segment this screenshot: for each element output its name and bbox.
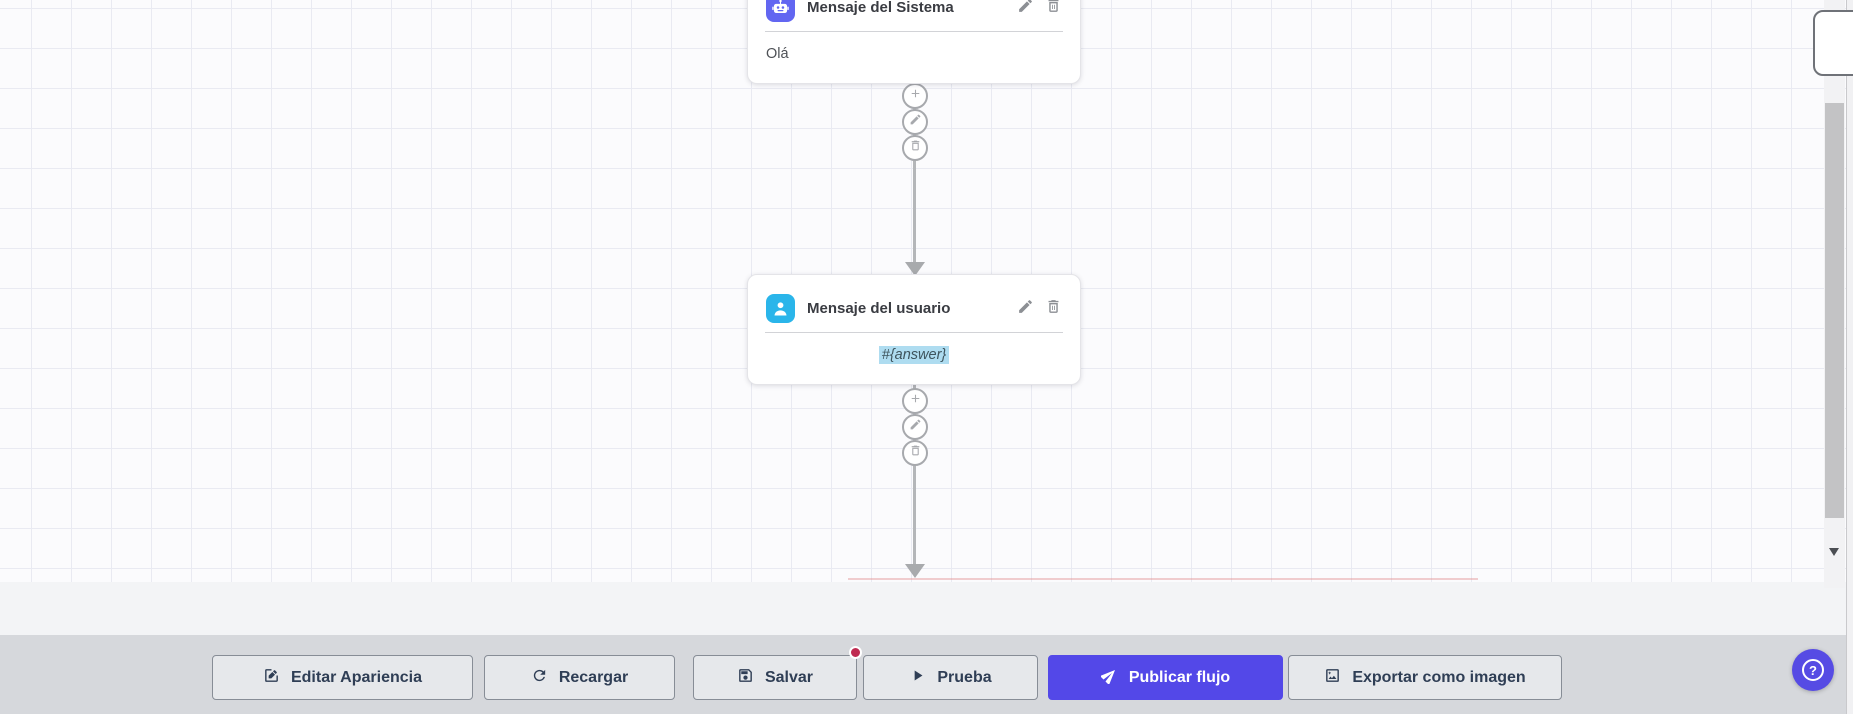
button-label: Recargar [558, 668, 629, 686]
window-scrollbar[interactable] [1846, 0, 1853, 714]
flow-canvas[interactable]: Mensaje del Sistema Olá Mensaje del usua… [0, 0, 1853, 582]
node-title: Mensaje del Sistema [807, 0, 954, 16]
connector-arrow-icon [905, 564, 925, 578]
scrollbar-thumb[interactable] [1825, 103, 1844, 518]
node-card-header: Mensaje del usuario [748, 275, 1080, 323]
test-button[interactable]: Prueba [863, 655, 1038, 700]
unsaved-changes-badge [849, 646, 862, 659]
button-label: Editar Apariencia [290, 668, 422, 686]
node-title: Mensaje del usuario [807, 300, 951, 317]
edit-node-icon[interactable] [1017, 298, 1034, 320]
button-label: Exportar como imagen [1352, 668, 1526, 686]
scroll-down-arrow-icon[interactable] [1829, 548, 1839, 556]
node-body: Olá [766, 46, 789, 62]
canvas-scrollbar[interactable] [1824, 0, 1845, 588]
trash-icon [909, 444, 922, 462]
reload-button[interactable]: Recargar [484, 655, 675, 700]
connector-arrow-icon [905, 262, 925, 276]
canvas-controls-panel[interactable] [1813, 10, 1853, 76]
node-body: #{answer} [748, 333, 1080, 384]
divider [765, 31, 1063, 32]
trash-icon [909, 139, 922, 157]
play-icon [909, 667, 926, 689]
delete-node-icon[interactable] [1045, 0, 1062, 19]
node-card-user-message[interactable]: Mensaje del usuario #{answer} [747, 274, 1081, 385]
add-node-button[interactable] [902, 388, 928, 414]
node-card-header: Mensaje del Sistema [748, 0, 1080, 22]
delete-connector-button[interactable] [902, 135, 928, 161]
connector-line [913, 384, 916, 564]
save-button[interactable]: Salvar [693, 646, 862, 700]
refresh-icon [531, 667, 548, 689]
edit-square-icon [263, 667, 280, 689]
edit-appearance-button[interactable]: Editar Apariencia [212, 655, 473, 700]
plus-icon [909, 392, 922, 410]
edit-connector-button[interactable] [902, 109, 928, 135]
rocket-icon [1099, 667, 1118, 689]
pencil-icon [909, 113, 922, 131]
robot-icon [766, 0, 795, 22]
save-icon [737, 667, 754, 689]
button-label: Publicar flujo [1128, 668, 1231, 686]
answer-variable-chip[interactable]: #{answer} [878, 346, 950, 364]
image-icon [1324, 667, 1341, 689]
node-card-system-message[interactable]: Mensaje del Sistema Olá [747, 0, 1081, 84]
export-image-button[interactable]: Exportar como imagen [1288, 655, 1562, 700]
canvas-edge-line [848, 578, 1478, 580]
help-button[interactable]: ? [1792, 649, 1834, 691]
plus-icon [909, 87, 922, 105]
publish-flow-button[interactable]: Publicar flujo [1048, 655, 1283, 700]
divider [765, 332, 1063, 333]
connector-line [913, 82, 916, 262]
button-label: Prueba [937, 668, 992, 686]
question-mark-icon: ? [1802, 659, 1824, 681]
add-node-button[interactable] [902, 83, 928, 109]
action-toolbar: Editar Apariencia Recargar Salvar Prueba… [0, 635, 1853, 714]
canvas-footer-strip [0, 582, 1853, 635]
edit-connector-button[interactable] [902, 414, 928, 440]
pencil-icon [909, 418, 922, 436]
button-label: Salvar [764, 668, 814, 686]
edit-node-icon[interactable] [1017, 0, 1034, 19]
user-icon [766, 294, 795, 323]
delete-node-icon[interactable] [1045, 298, 1062, 320]
delete-connector-button[interactable] [902, 440, 928, 466]
